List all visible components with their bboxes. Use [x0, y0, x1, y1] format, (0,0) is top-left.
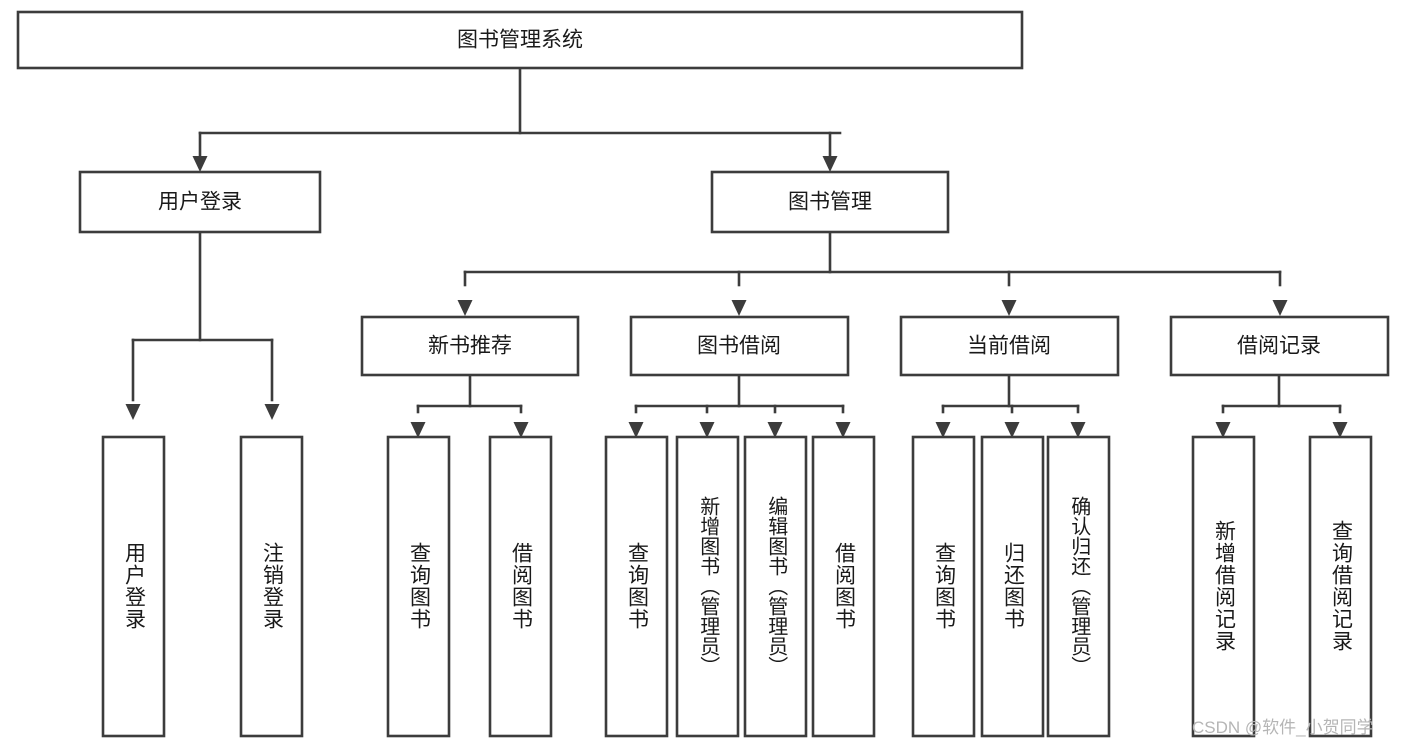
node-user-login[interactable]: 用户登录	[78, 170, 322, 234]
leaf-record-query-record[interactable]: 查询借阅记录	[1308, 435, 1373, 738]
connector-borrow-to-leaves	[628, 373, 851, 438]
connector-bookmgmt-to-level3	[457, 231, 1288, 316]
connector-userlogin-to-leaves	[125, 231, 280, 420]
node-current-borrow[interactable]: 当前借阅	[899, 315, 1120, 377]
node-new-book-recommend-label: 新书推荐	[428, 335, 512, 358]
leaf-record-query-record-label: 查询借阅记录	[1329, 520, 1353, 652]
leaf-current-query-book-label: 查询图书	[932, 542, 956, 630]
node-book-management[interactable]: 图书管理	[710, 170, 950, 234]
leaf-borrow-add-book-admin[interactable]: 新增图书（管理员）	[675, 435, 740, 738]
leaf-current-query-book[interactable]: 查询图书	[911, 435, 976, 738]
leaf-logout[interactable]: 注销登录	[239, 435, 304, 738]
connector-current-to-leaves	[935, 373, 1086, 438]
node-borrow-record[interactable]: 借阅记录	[1169, 315, 1390, 377]
node-borrow-record-label: 借阅记录	[1237, 335, 1321, 358]
leaf-newbook-borrow-book[interactable]: 借阅图书	[488, 435, 553, 738]
leaf-logout-label: 注销登录	[260, 542, 284, 630]
connector-record-to-leaves	[1215, 373, 1348, 438]
leaf-record-add-record[interactable]: 新增借阅记录	[1191, 435, 1256, 738]
leaf-user-login[interactable]: 用户登录	[101, 435, 166, 738]
leaf-newbook-query-book[interactable]: 查询图书	[386, 435, 451, 738]
connector-newbook-to-leaves	[410, 373, 529, 438]
leaf-borrow-borrow-book-label: 借阅图书	[832, 542, 856, 630]
leaf-user-login-label: 用户登录	[122, 542, 146, 630]
node-user-login-label: 用户登录	[158, 191, 242, 214]
leaf-borrow-query-book-label: 查询图书	[625, 542, 649, 630]
leaf-borrow-borrow-book[interactable]: 借阅图书	[811, 435, 876, 738]
leaf-current-confirm-return-admin[interactable]: 确认归还（管理员）	[1046, 435, 1111, 738]
node-new-book-recommend[interactable]: 新书推荐	[360, 315, 580, 377]
leaf-record-add-record-label: 新增借阅记录	[1212, 520, 1236, 652]
node-book-borrow-label: 图书借阅	[697, 335, 781, 358]
leaf-current-return-book-label: 归还图书	[1001, 542, 1025, 630]
leaf-current-return-book[interactable]: 归还图书	[980, 435, 1045, 738]
node-root-label: 图书管理系统	[457, 29, 583, 52]
leaf-borrow-query-book[interactable]: 查询图书	[604, 435, 669, 738]
csdn-watermark: CSDN @软件_小贺同学	[1192, 718, 1374, 737]
leaf-borrow-add-book-admin-label: 新增图书（管理员）	[697, 496, 720, 676]
connector-root-to-level2	[192, 66, 842, 172]
leaf-borrow-edit-book-admin-label: 编辑图书（管理员）	[765, 496, 788, 676]
node-book-management-label: 图书管理	[788, 191, 872, 214]
leaf-newbook-query-book-label: 查询图书	[407, 542, 431, 630]
node-book-borrow[interactable]: 图书借阅	[629, 315, 850, 377]
node-current-borrow-label: 当前借阅	[967, 335, 1051, 358]
leaf-current-confirm-return-admin-label: 确认归还（管理员）	[1068, 496, 1091, 676]
node-root-system[interactable]: 图书管理系统	[16, 10, 1024, 70]
leaf-borrow-edit-book-admin[interactable]: 编辑图书（管理员）	[743, 435, 808, 738]
leaf-newbook-borrow-book-label: 借阅图书	[509, 542, 533, 630]
